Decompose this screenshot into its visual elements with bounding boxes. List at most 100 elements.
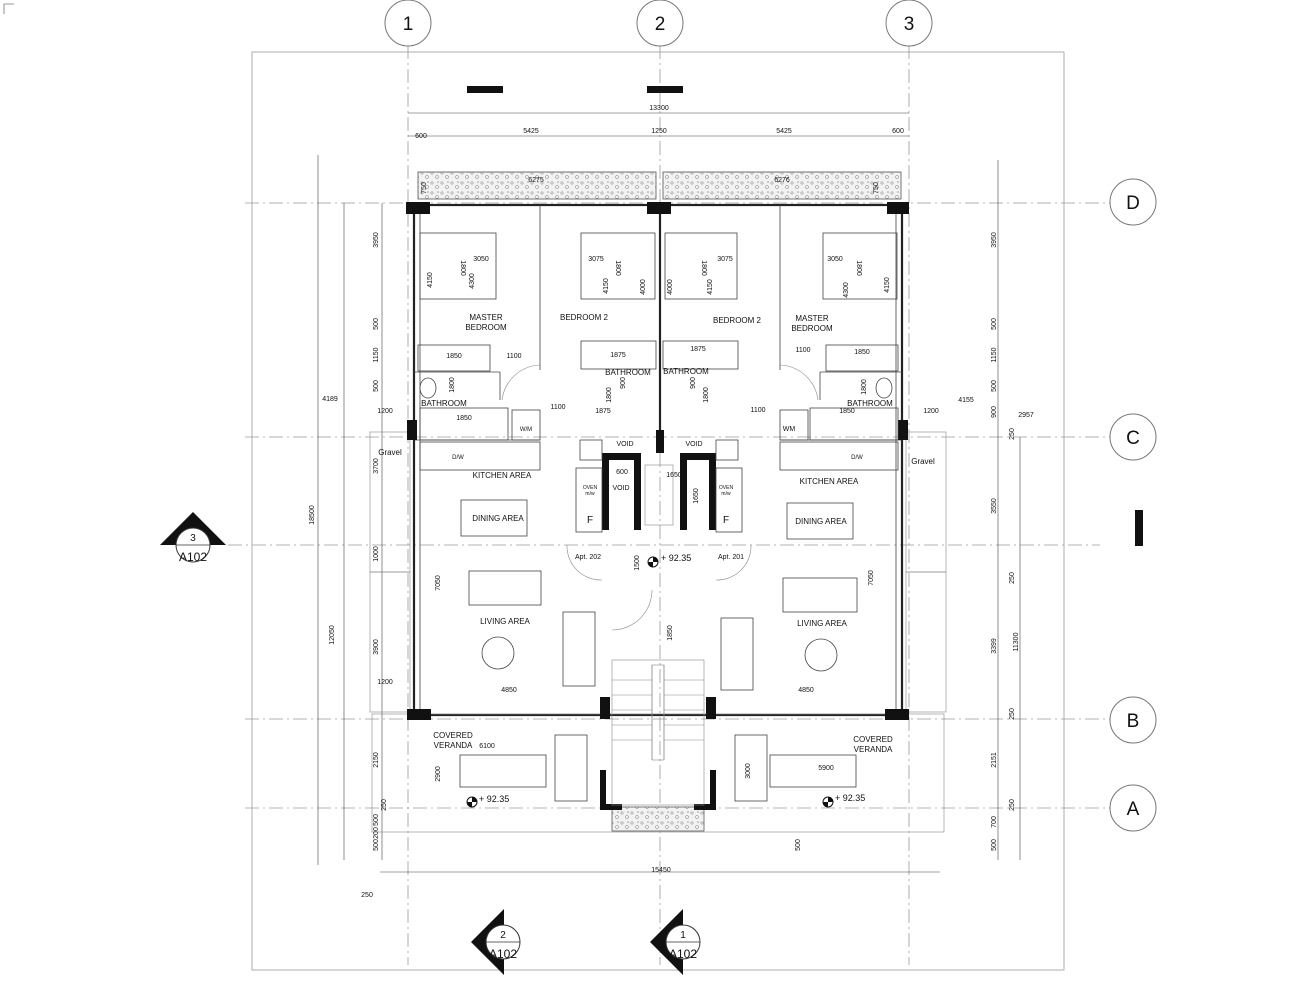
svg-text:2: 2	[500, 930, 506, 941]
room-label-dining: DINING AREA	[795, 517, 847, 526]
dimension-text: 4189	[322, 396, 338, 403]
dimension-text: 18500	[309, 505, 316, 525]
grid-bubble-B: B	[1109, 696, 1157, 744]
sheet-corner-mark	[3, 3, 14, 14]
room-label-living: LIVING AREA	[480, 617, 530, 626]
room-label-veranda: COVERED	[853, 735, 893, 744]
dimension-text: 5900	[818, 765, 834, 772]
dimension-text: 3399	[991, 638, 998, 654]
svg-text:3: 3	[904, 14, 915, 35]
room-label-veranda: VERANDA	[854, 745, 893, 754]
interior-dimensions: 3050 1800 4150 4300 3075 1800 4150 4000 …	[427, 256, 891, 851]
grid-bubble-3: 3	[885, 0, 933, 47]
structural-columns	[406, 202, 909, 720]
room-label-bathroom: BATHROOM	[605, 368, 651, 377]
dimension-text: 1800	[855, 260, 862, 276]
dimension-text: 1800	[700, 260, 707, 276]
dimension-text: 5425	[776, 128, 792, 135]
apartment-label: Apt. 202	[575, 554, 601, 561]
dimension-text: 500	[991, 380, 998, 392]
dimension-texts: 13300 600 5425 1250 5425 600 6275 6276 7…	[309, 105, 1034, 899]
dimension-text: 1200	[923, 408, 939, 415]
exterior-walls	[369, 203, 947, 833]
dimension-text: 4000	[667, 279, 674, 295]
dimension-text: 4150	[707, 279, 714, 295]
room-label-bathroom: BATHROOM	[847, 399, 893, 408]
washing-machine-label: WM	[783, 426, 796, 433]
grid-bubble-2: 2	[636, 0, 684, 47]
svg-text:C: C	[1126, 428, 1140, 449]
dimension-text: 1875	[690, 346, 706, 353]
dimension-text: 1150	[373, 347, 380, 362]
dimension-text: 600	[415, 133, 427, 140]
svg-text:A: A	[1127, 799, 1140, 820]
section-marker-3: 3 A102	[160, 512, 226, 564]
room-label-kitchen: KITCHEN AREA	[800, 477, 859, 486]
room-label-master-bedroom: BEDROOM	[465, 323, 507, 332]
dimension-text: 500	[373, 839, 380, 851]
dimension-text: 1250	[651, 128, 667, 135]
dimension-text: 1850	[446, 353, 462, 360]
section-cut-mark	[647, 86, 683, 93]
dimension-text: 900	[991, 406, 998, 418]
dimension-text: 2151	[991, 752, 998, 768]
dimension-text: 6276	[774, 177, 790, 184]
dimension-text: 3075	[717, 256, 733, 263]
dimension-text: 4300	[843, 282, 850, 298]
level-marker: + 92.35	[647, 553, 691, 568]
room-label-bathroom: BATHROOM	[663, 367, 709, 376]
svg-text:1: 1	[680, 930, 686, 941]
svg-text:A102: A102	[179, 550, 207, 564]
room-label-veranda: VERANDA	[434, 741, 473, 750]
dimension-text: 1100	[506, 353, 521, 360]
svg-text:A102: A102	[669, 947, 697, 961]
dimension-text: 900	[690, 377, 697, 389]
dimension-text: 1850	[839, 408, 855, 415]
svg-text:1: 1	[403, 14, 414, 35]
dimension-text: 700	[991, 816, 998, 828]
room-label-veranda: COVERED	[433, 731, 473, 740]
dimension-text: 3900	[373, 639, 380, 655]
dimension-text: 900	[620, 377, 627, 389]
grid-bubble-1: 1	[384, 0, 432, 47]
room-label-bathroom: BATHROOM	[421, 399, 467, 408]
dishwasher-label: D/W	[851, 455, 863, 461]
dimension-text: 13300	[649, 105, 669, 112]
dimension-text: 1650	[666, 472, 682, 479]
section-marker-1: 1 A102	[650, 909, 701, 975]
dimension-text: 6275	[528, 177, 544, 184]
dimension-text: 4150	[603, 278, 610, 294]
dimension-text: 3050	[473, 256, 489, 263]
room-label-bedroom-2: BEDROOM 2	[713, 316, 762, 325]
terrace-planter-right	[662, 171, 902, 200]
dimension-text: 1200	[377, 408, 393, 415]
dimension-text: 500	[373, 318, 380, 330]
dimension-text: 1650	[693, 488, 700, 504]
dimension-text: 1850	[667, 625, 674, 641]
section-marker-2: 2 A102	[471, 909, 521, 975]
fridge-label: F	[723, 515, 729, 526]
dimension-text: 250	[1009, 428, 1016, 440]
grid-bubble-C: C	[1109, 413, 1157, 461]
dimension-text: 3950	[991, 232, 998, 248]
fridge-label: F	[587, 515, 593, 526]
dimension-text: 1500	[634, 555, 641, 571]
site-boundary	[251, 51, 1065, 971]
dimension-text: 1200	[377, 679, 393, 686]
dimension-text: 600	[616, 469, 628, 476]
washing-machine-label: W/M	[520, 427, 532, 433]
dimension-text: 4850	[798, 687, 814, 694]
dimension-text: 200	[373, 827, 380, 839]
terrace-planter-left	[417, 171, 657, 200]
furniture	[417, 232, 899, 802]
svg-text:+ 92.35: + 92.35	[661, 553, 691, 563]
dimension-text: 5425	[523, 128, 539, 135]
oven-label: OVEN	[583, 485, 598, 491]
dimension-text: 500	[373, 380, 380, 392]
dimension-text: 7050	[435, 575, 442, 591]
dimension-text: 7050	[868, 570, 875, 586]
dimension-text: 1850	[854, 349, 870, 356]
room-label-master-bedroom: MASTER	[469, 313, 503, 322]
svg-text:A102: A102	[489, 947, 517, 961]
oven-label: OVEN	[719, 485, 734, 491]
